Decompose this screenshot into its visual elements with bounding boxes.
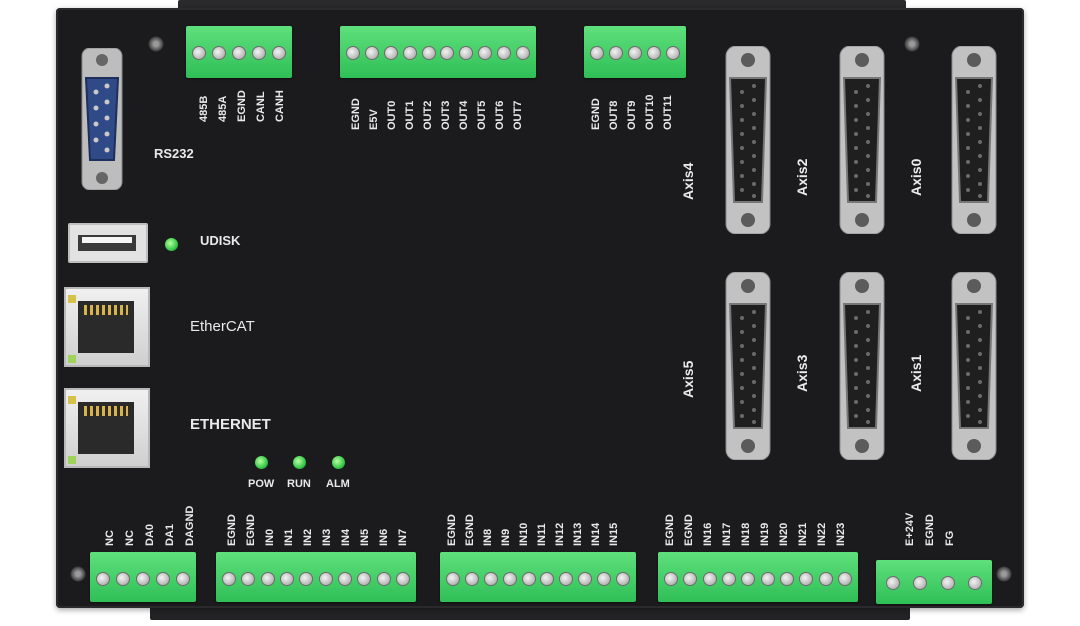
pin-label: OUT3 xyxy=(440,100,452,130)
pin-label: DAGND xyxy=(184,505,196,546)
pin-label: 485B xyxy=(198,95,210,122)
pin-label: IN18 xyxy=(740,522,752,546)
pow-label: POW xyxy=(248,478,275,490)
screw-icon xyxy=(996,566,1012,582)
terminal-block-bottom-2[interactable] xyxy=(216,552,416,602)
pin-label: EGND xyxy=(245,514,257,546)
axis1-label: Axis1 xyxy=(908,354,924,392)
bottom-mounting-lip xyxy=(150,604,910,620)
pin-label: EGND xyxy=(664,514,676,546)
pin-label: E5V xyxy=(368,109,380,130)
axis4-db26-connector[interactable] xyxy=(720,46,776,234)
pin-label: IN4 xyxy=(340,528,352,546)
axis5-label: Axis5 xyxy=(680,360,696,398)
pin-label: OUT2 xyxy=(422,100,434,130)
pin-label: EGND xyxy=(446,514,458,546)
axis2-db26-connector[interactable] xyxy=(834,46,890,234)
pin-label: OUT11 xyxy=(662,95,674,130)
terminal-block-bottom-4[interactable] xyxy=(658,552,858,602)
alm-label: ALM xyxy=(326,478,350,490)
pin-label: IN19 xyxy=(759,522,771,546)
udisk-usb-port[interactable] xyxy=(68,223,148,263)
pin-label: IN1 xyxy=(283,528,295,546)
pin-label: EGND xyxy=(226,514,238,546)
pin-label: IN0 xyxy=(264,528,276,546)
rs232-db9-connector[interactable] xyxy=(76,48,128,190)
run-label: RUN xyxy=(287,478,311,490)
pin-label: FG xyxy=(944,530,956,546)
terminal-block-bottom-1[interactable] xyxy=(90,552,196,602)
pin-label: 485A xyxy=(217,95,229,122)
screw-icon xyxy=(148,36,164,52)
pin-label: NC xyxy=(104,530,116,546)
pin-label: DA1 xyxy=(164,523,176,546)
pin-label: CANH xyxy=(274,90,286,122)
udisk-led xyxy=(165,238,178,251)
pin-label: DA0 xyxy=(144,523,156,546)
pin-label: NC xyxy=(124,530,136,546)
axis5-db26-connector[interactable] xyxy=(720,272,776,460)
terminal-block-bottom-3[interactable] xyxy=(440,552,636,602)
pin-label: OUT10 xyxy=(644,94,656,130)
terminal-block-top-3[interactable] xyxy=(584,26,686,78)
pin-label: IN21 xyxy=(797,522,809,546)
axis2-label: Axis2 xyxy=(794,158,810,196)
pin-label: IN8 xyxy=(482,528,494,546)
pin-label: IN6 xyxy=(378,528,390,546)
pin-label: EGND xyxy=(236,90,248,122)
pin-label: IN10 xyxy=(518,522,530,546)
terminal-block-top-1[interactable] xyxy=(186,26,292,78)
axis4-label: Axis4 xyxy=(680,162,696,200)
pin-label: OUT7 xyxy=(512,100,524,130)
pow-led xyxy=(255,456,268,469)
axis0-label: Axis0 xyxy=(908,158,924,196)
pin-label: EGND xyxy=(464,514,476,546)
terminal-block-top-2[interactable] xyxy=(340,26,536,78)
pin-label: IN17 xyxy=(721,522,733,546)
axis3-label: Axis3 xyxy=(794,354,810,392)
pin-label: IN20 xyxy=(778,522,790,546)
pin-label: IN2 xyxy=(302,528,314,546)
pin-label: CANL xyxy=(255,91,267,122)
screw-icon xyxy=(70,566,86,582)
pin-label: EGND xyxy=(683,514,695,546)
ethercat-label: EtherCAT xyxy=(190,318,255,335)
pin-label: IN5 xyxy=(359,528,371,546)
pin-label: IN3 xyxy=(321,528,333,546)
pin-label: IN22 xyxy=(816,522,828,546)
rs232-label: RS232 xyxy=(154,146,194,161)
axis0-db26-connector[interactable] xyxy=(946,46,1002,234)
ethernet-label: ETHERNET xyxy=(190,416,271,433)
pin-label: IN23 xyxy=(835,522,847,546)
power-terminal-block[interactable] xyxy=(876,560,992,604)
pin-label: IN16 xyxy=(702,522,714,546)
pin-label: OUT6 xyxy=(494,100,506,130)
pin-label: OUT1 xyxy=(404,100,416,130)
pin-label: IN7 xyxy=(397,528,409,546)
pin-label: E+24V xyxy=(904,512,916,546)
axis1-db26-connector[interactable] xyxy=(946,272,1002,460)
pin-label: IN15 xyxy=(608,522,620,546)
ethernet-rj45-port[interactable] xyxy=(64,388,150,468)
pin-label: OUT9 xyxy=(626,100,638,130)
pin-label: OUT5 xyxy=(476,100,488,130)
pin-label: IN12 xyxy=(554,522,566,546)
pin-label: IN13 xyxy=(572,522,584,546)
ethercat-rj45-port[interactable] xyxy=(64,287,150,367)
pin-label: EGND xyxy=(350,98,362,130)
udisk-label: UDISK xyxy=(200,233,241,248)
alm-led xyxy=(332,456,345,469)
pin-label: EGND xyxy=(590,98,602,130)
pin-label: EGND xyxy=(924,514,936,546)
pin-label: IN9 xyxy=(500,528,512,546)
screw-icon xyxy=(904,36,920,52)
pin-label: IN14 xyxy=(590,522,602,546)
pin-label: OUT8 xyxy=(608,100,620,130)
pin-label: OUT4 xyxy=(458,100,470,130)
pin-label: OUT0 xyxy=(386,100,398,130)
pin-label: IN11 xyxy=(536,523,548,546)
run-led xyxy=(293,456,306,469)
axis3-db26-connector[interactable] xyxy=(834,272,890,460)
